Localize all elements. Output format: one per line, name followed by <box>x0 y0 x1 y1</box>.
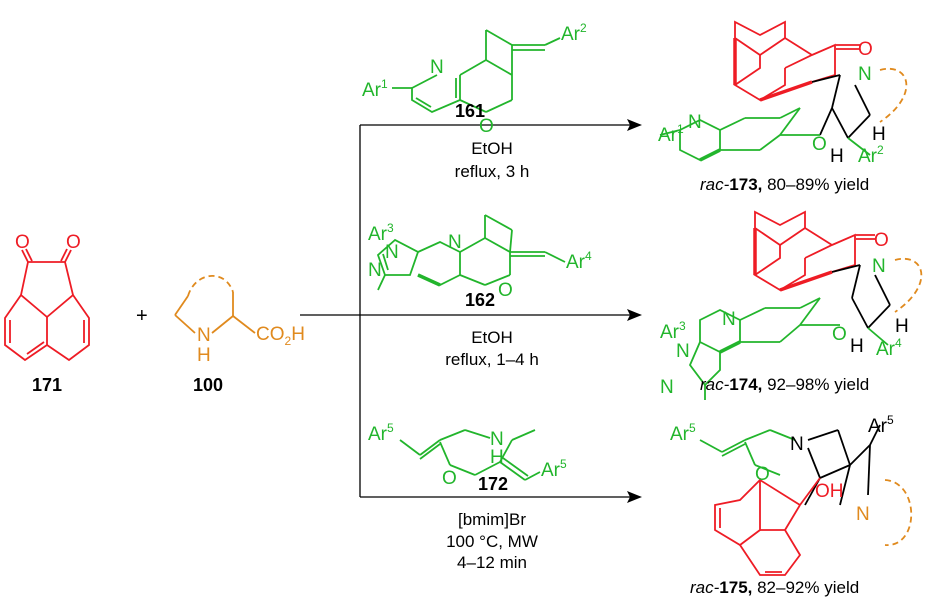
condition-temperature-time: reflux, 3 h <box>455 162 530 181</box>
substituent-ar5: Ar5 <box>541 457 567 481</box>
condition-solvent: EtOH <box>471 139 513 158</box>
atom-o: O <box>479 116 494 137</box>
compound-161 <box>392 29 561 114</box>
condition-temperature-time: reflux, 1–4 h <box>445 350 539 369</box>
atom-n: N <box>385 242 399 263</box>
atom-n: N <box>856 504 870 525</box>
substituent-ar1: Ar1 <box>362 77 388 101</box>
atom-n: N <box>448 232 462 253</box>
atom-h: H <box>490 447 504 468</box>
atom-o: O <box>15 232 30 253</box>
compound-100 <box>174 274 256 334</box>
atom-o: O <box>66 232 81 253</box>
plus-sign: + <box>136 305 148 327</box>
atom-h: H <box>872 124 886 145</box>
atom-n: N <box>660 377 674 398</box>
substituent-ar5: Ar5 <box>368 421 394 445</box>
atom-n: N <box>722 309 736 330</box>
atom-o: O <box>755 464 770 485</box>
compound-number-100: 100 <box>193 375 223 395</box>
compound-172 <box>399 429 541 481</box>
atom-o: O <box>812 134 827 155</box>
condition-solvent: [bmim]Br <box>458 510 526 529</box>
atom-n: N <box>368 260 382 281</box>
condition-solvent: EtOH <box>471 328 513 347</box>
atom-n: N <box>676 341 690 362</box>
atom-o: O <box>832 324 847 345</box>
atom-h: H <box>197 345 211 366</box>
atom-n: N <box>430 57 444 78</box>
compound-number-161: 161 <box>455 101 485 121</box>
product-caption-174: rac-174, 92–98% yield <box>700 375 869 394</box>
atom-h: H <box>895 316 909 337</box>
substituent-ar1: Ar1 <box>658 122 684 146</box>
condition-time: 4–12 min <box>457 553 527 572</box>
arrow-heads <box>627 119 642 503</box>
substituent-ar4: Ar4 <box>566 249 592 273</box>
substituent-ar2: Ar2 <box>858 143 884 167</box>
atom-n: N <box>872 256 886 277</box>
acid-group: CO2H <box>256 324 305 348</box>
product-174 <box>688 210 923 400</box>
substituent-ar3: Ar3 <box>368 221 394 245</box>
condition-temperature: 100 °C, MW <box>446 532 538 551</box>
reaction-arrows <box>300 124 632 498</box>
atom-n: N <box>197 325 211 346</box>
product-175 <box>699 424 913 576</box>
product-173 <box>659 20 908 162</box>
substituent-ar4: Ar4 <box>876 336 902 360</box>
atom-o: O <box>858 39 873 60</box>
atom-o: O <box>442 468 457 489</box>
atom-h: H <box>850 336 864 357</box>
compound-162 <box>376 214 566 291</box>
hydroxyl-group: OH <box>815 481 844 502</box>
substituent-ar5: Ar5 <box>868 413 894 437</box>
atom-n: N <box>688 112 702 133</box>
product-caption-175: rac-175, 82–92% yield <box>690 578 859 597</box>
compound-number-162: 162 <box>465 290 495 310</box>
product-caption-173: rac-173, 80–89% yield <box>700 175 869 194</box>
substituent-ar3: Ar3 <box>660 319 686 343</box>
atom-h: H <box>830 146 844 167</box>
atom-o: O <box>874 230 889 251</box>
atom-o: O <box>498 280 513 301</box>
compound-number-171: 171 <box>32 375 62 395</box>
atom-n: N <box>790 434 804 455</box>
atom-n: N <box>490 429 504 450</box>
substituent-ar5: Ar5 <box>670 421 696 445</box>
compound-171 <box>4 248 90 362</box>
compound-number-172: 172 <box>478 474 508 494</box>
substituent-ar2: Ar2 <box>561 21 587 45</box>
atom-n: N <box>858 64 872 85</box>
